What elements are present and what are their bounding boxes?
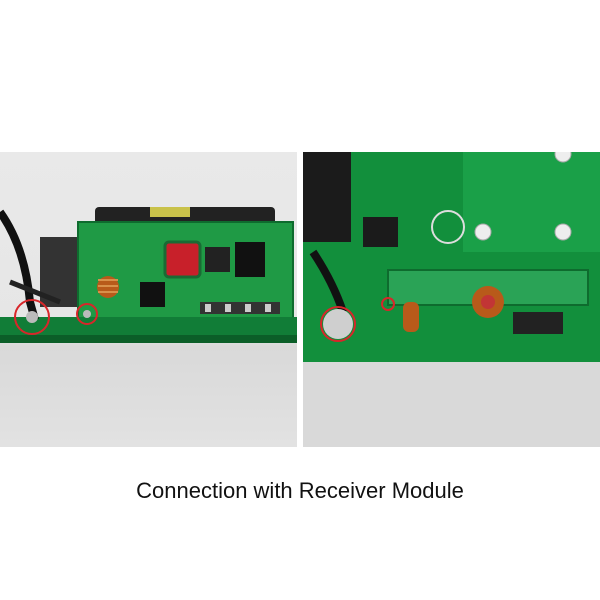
antenna-pin-highlight-right (381, 297, 395, 311)
solder-point-highlight (14, 299, 50, 335)
left-photo (0, 152, 297, 447)
antenna-pin-highlight (76, 303, 98, 325)
right-photo-illustration (303, 152, 600, 447)
caption: Connection with Receiver Module (136, 478, 464, 503)
right-photo (303, 152, 600, 447)
left-photo-illustration (0, 207, 297, 343)
solder-point-highlight-right (320, 306, 356, 342)
